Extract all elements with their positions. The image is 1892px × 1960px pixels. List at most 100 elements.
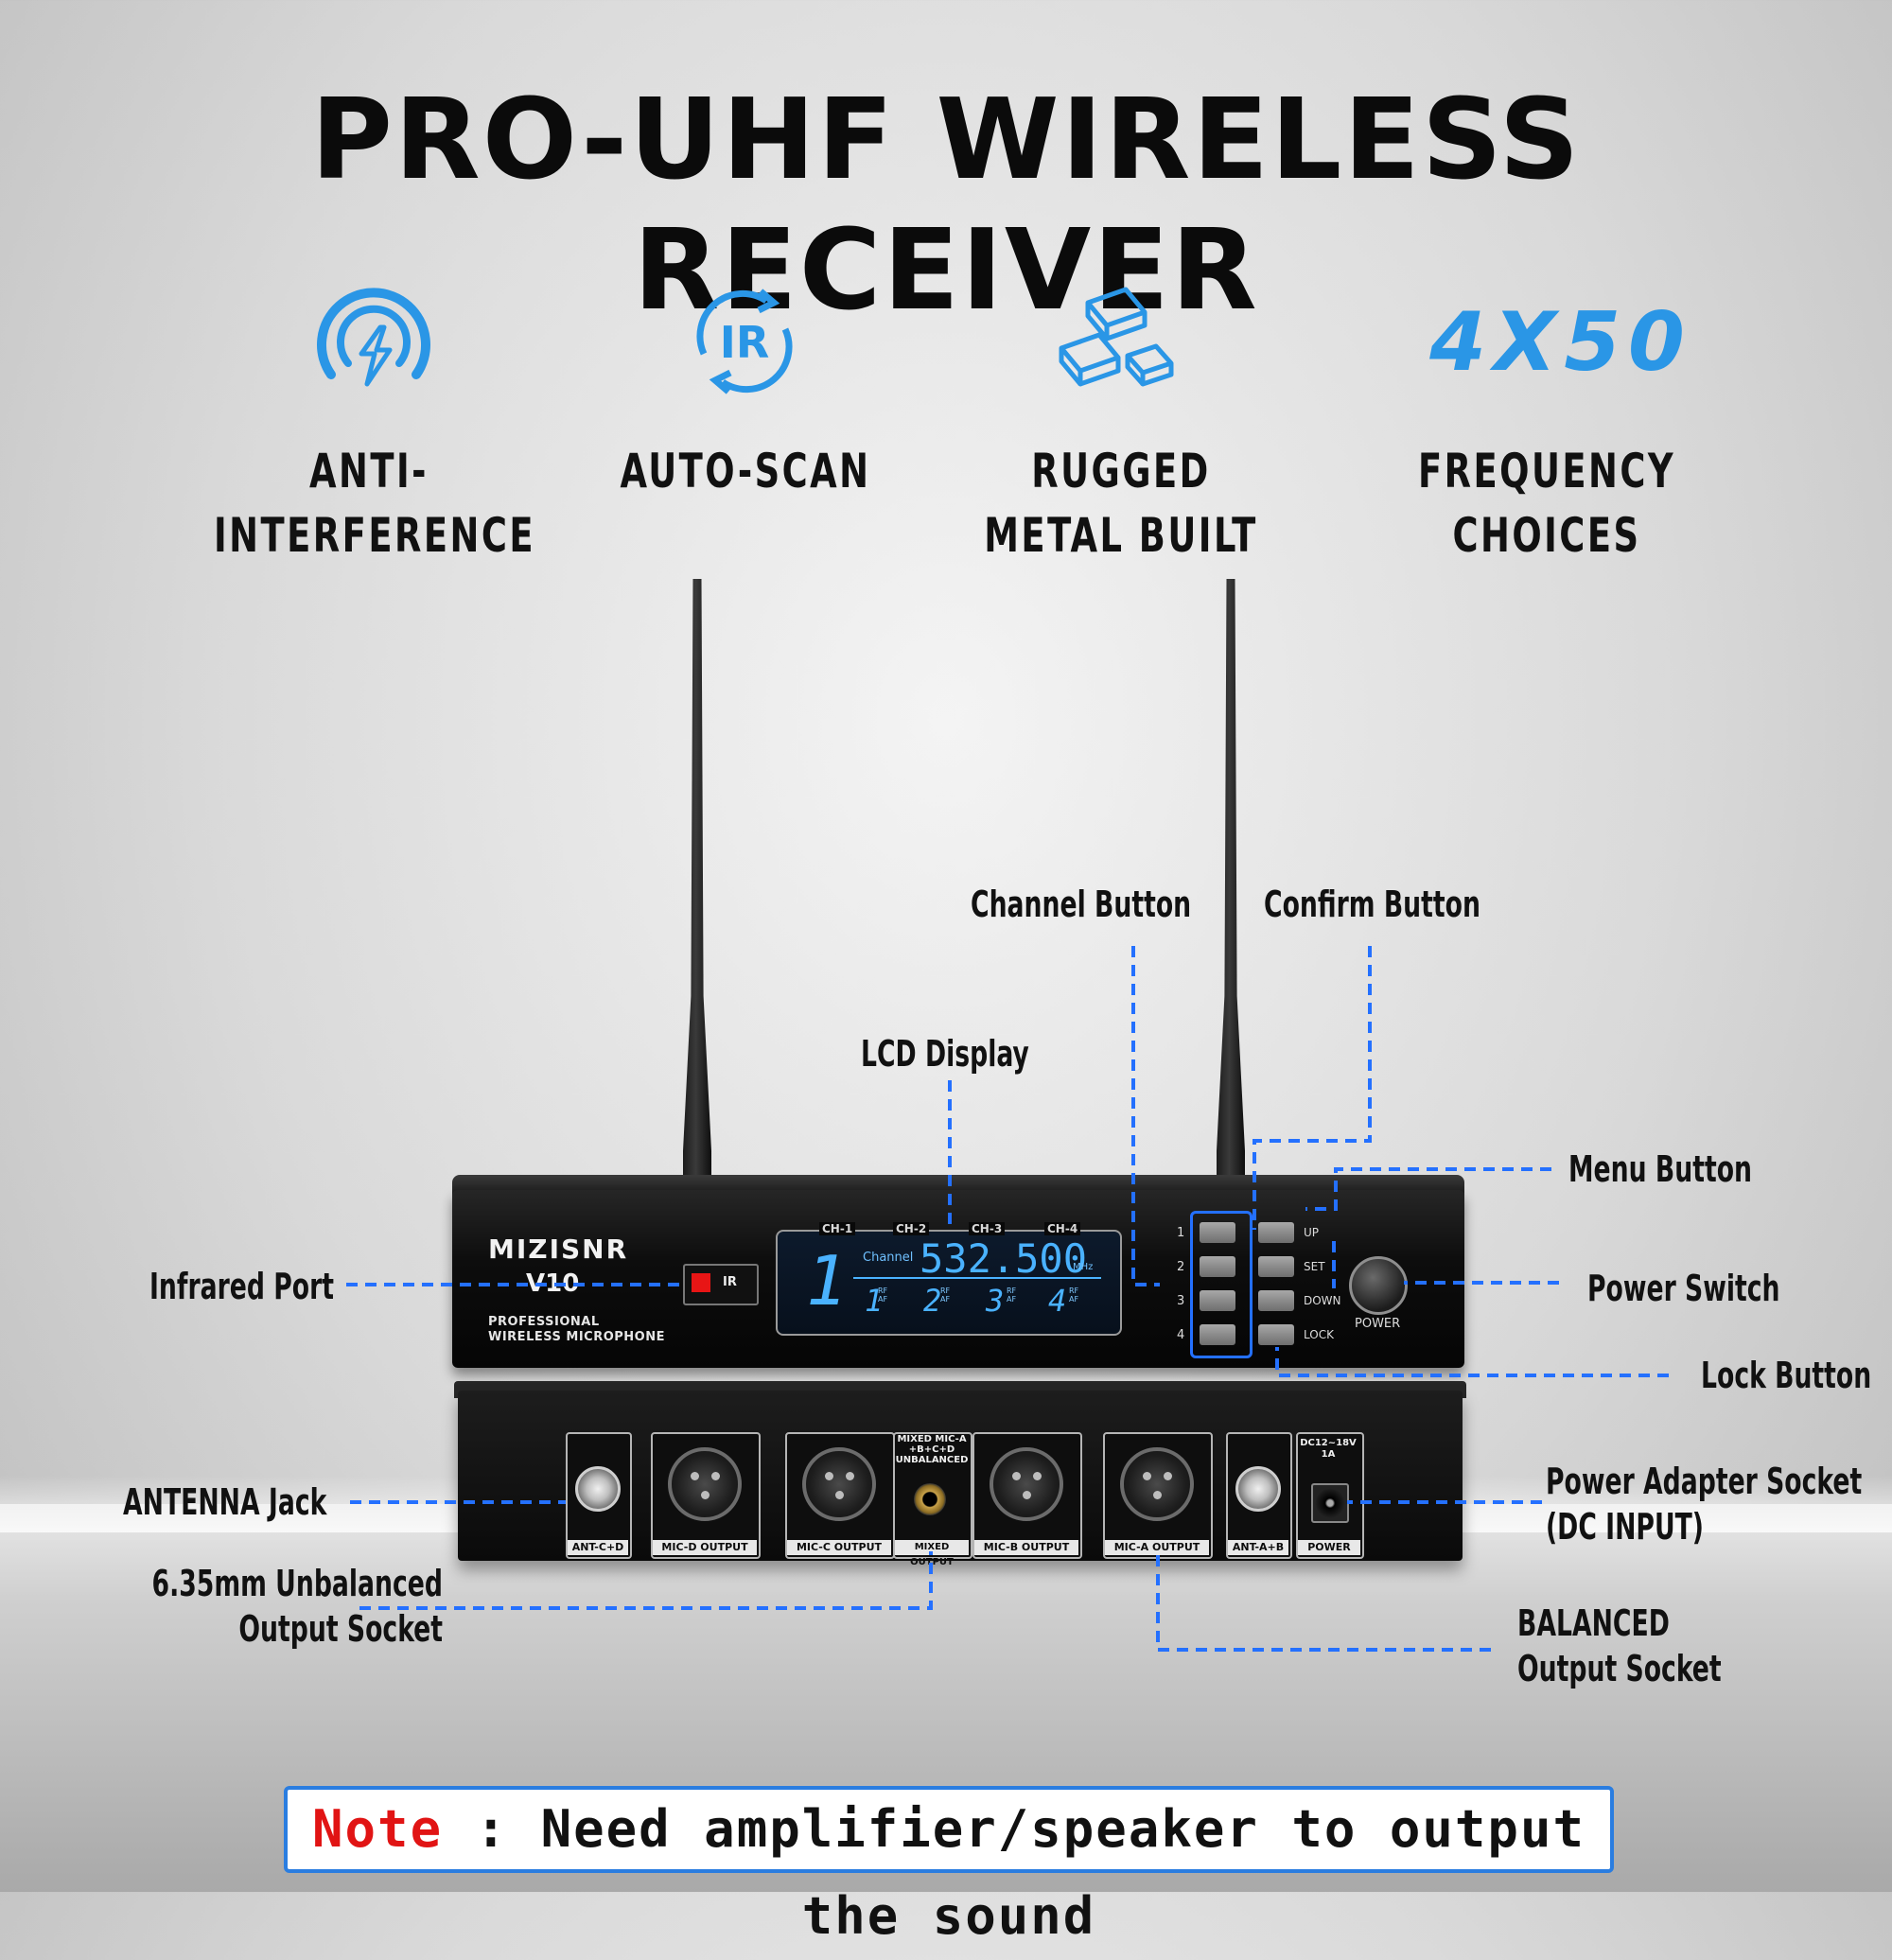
feature-frequency-choices: FREQUENCY CHOICES bbox=[1392, 439, 1702, 568]
feature-line: INTERFERENCE bbox=[214, 508, 536, 563]
callout-infrared-port: Infrared Port bbox=[149, 1266, 335, 1307]
note-message: Need amplifier/speaker to output the sou… bbox=[540, 1799, 1585, 1946]
lcd-divider bbox=[853, 1277, 1101, 1279]
mixed-output-label: MIXED OUTPUT bbox=[895, 1540, 969, 1567]
device-subtitle: PROFESSIONAL WIRELESS MICROPHONE bbox=[488, 1315, 665, 1345]
mic-c-label: MIC-C OUTPUT bbox=[787, 1540, 891, 1555]
channel-1-button[interactable] bbox=[1200, 1222, 1235, 1243]
lcd-ch3: CH-3 bbox=[969, 1222, 1006, 1235]
callout-lock-button: Lock Button bbox=[1701, 1355, 1872, 1396]
af-label: AF bbox=[1007, 1295, 1017, 1304]
lcd-unit: MHz bbox=[1073, 1262, 1094, 1272]
lcd-digit-4: 4 bbox=[1048, 1283, 1067, 1319]
feature-line: ANTI- bbox=[309, 444, 429, 499]
mic-d-label: MIC-D OUTPUT bbox=[653, 1540, 757, 1555]
infrared-port bbox=[683, 1264, 759, 1305]
feature-auto-scan: AUTO-SCAN bbox=[590, 439, 901, 503]
model-name: V10 bbox=[526, 1269, 580, 1298]
callout-power-adapter: Power Adapter Socket (DC INPUT) bbox=[1546, 1459, 1862, 1549]
callout-balanced: BALANCED Output Socket bbox=[1517, 1601, 1722, 1691]
callout-lcd-display: LCD Display bbox=[861, 1033, 1029, 1075]
dc-spec: DC12~18V 1A bbox=[1298, 1438, 1358, 1461]
up-label: UP bbox=[1304, 1226, 1320, 1239]
feature-line: AUTO-SCAN bbox=[620, 444, 871, 499]
rf-label: RF bbox=[940, 1286, 951, 1295]
brand-logo: MIZISNR bbox=[488, 1234, 629, 1265]
callout-line-text: 6.35mm Unbalanced bbox=[151, 1563, 443, 1604]
dc-input-socket[interactable] bbox=[1311, 1483, 1349, 1523]
down-button[interactable] bbox=[1258, 1290, 1294, 1311]
power-label: POWER bbox=[1355, 1317, 1401, 1331]
callout-line-text: (DC INPUT) bbox=[1546, 1506, 1704, 1548]
lcd-frequency: 532.500 bbox=[920, 1235, 1088, 1282]
callout-power-switch: Power Switch bbox=[1587, 1268, 1780, 1309]
button-number: 1 bbox=[1177, 1226, 1185, 1240]
feature-line: METAL BUILT bbox=[984, 508, 1258, 563]
lock-label: LOCK bbox=[1304, 1328, 1334, 1341]
note-separator: : bbox=[443, 1799, 541, 1859]
power-socket-label: POWER bbox=[1298, 1540, 1360, 1555]
note-label: Note bbox=[312, 1799, 444, 1859]
lcd-display bbox=[776, 1230, 1122, 1336]
lock-button[interactable] bbox=[1258, 1324, 1294, 1345]
mixed-title-line: MIXED MIC-A bbox=[897, 1434, 967, 1444]
antenna-jack-ab[interactable] bbox=[1235, 1466, 1281, 1512]
lcd-digit-3: 3 bbox=[986, 1283, 1005, 1319]
channel-4-button[interactable] bbox=[1200, 1324, 1235, 1345]
mixed-output-title: MIXED MIC-A +B+C+D UNBALANCED bbox=[895, 1434, 969, 1465]
set-button[interactable] bbox=[1258, 1256, 1294, 1277]
unbalanced-jack-socket[interactable] bbox=[914, 1483, 946, 1515]
ir-icon-text: IR bbox=[720, 317, 770, 368]
left-antenna bbox=[683, 579, 711, 1175]
channel-3-button[interactable] bbox=[1200, 1290, 1235, 1311]
antenna-jack-cd[interactable] bbox=[575, 1466, 621, 1512]
mic-a-xlr-socket[interactable] bbox=[1120, 1447, 1194, 1521]
callout-antenna-jack: ANTENNA Jack bbox=[123, 1481, 327, 1523]
button-number: 3 bbox=[1177, 1294, 1185, 1308]
af-label: AF bbox=[1069, 1295, 1079, 1304]
note-text: Note : Need amplifier/speaker to output … bbox=[284, 1786, 1614, 1946]
mixed-title-line: +B+C+D bbox=[908, 1444, 955, 1455]
mic-d-xlr-socket[interactable] bbox=[668, 1447, 742, 1521]
feature-line: RUGGED bbox=[1031, 444, 1211, 499]
up-button[interactable] bbox=[1258, 1222, 1294, 1243]
rf-label: RF bbox=[1007, 1286, 1017, 1295]
frequency-count: 4X50 bbox=[1429, 295, 1692, 390]
infrared-sensor bbox=[692, 1273, 710, 1292]
callout-line-text: Output Socket bbox=[1517, 1648, 1722, 1689]
lcd-digit-1: 1 bbox=[865, 1283, 884, 1319]
button-number: 2 bbox=[1177, 1260, 1185, 1274]
metal-bars-icon bbox=[1059, 287, 1174, 387]
callout-channel-button: Channel Button bbox=[971, 884, 1192, 925]
ir-label: IR bbox=[723, 1275, 737, 1289]
lcd-channel-label: Channel bbox=[863, 1251, 914, 1265]
dc-spec-line: 1A bbox=[1321, 1449, 1336, 1460]
channel-button-group bbox=[1190, 1211, 1253, 1358]
ant-cd-label: ANT-C+D bbox=[568, 1540, 628, 1555]
rf-label: RF bbox=[1069, 1286, 1079, 1295]
mic-b-xlr-socket[interactable] bbox=[990, 1447, 1063, 1521]
subtitle-line: WIRELESS MICROPHONE bbox=[488, 1330, 665, 1344]
lcd-digit-2: 2 bbox=[923, 1283, 942, 1319]
page-title: PRO-UHF WIRELESS RECEIVER bbox=[310, 74, 1582, 335]
ir-scan-icon: IR bbox=[696, 289, 793, 394]
channel-2-button[interactable] bbox=[1200, 1256, 1235, 1277]
subtitle-line: PROFESSIONAL bbox=[488, 1315, 600, 1329]
feature-anti-interference: ANTI- INTERFERENCE bbox=[214, 439, 536, 568]
af-label: AF bbox=[940, 1295, 951, 1304]
set-label: SET bbox=[1304, 1260, 1325, 1273]
lcd-channel-digit: 1 bbox=[806, 1241, 848, 1321]
power-switch[interactable] bbox=[1349, 1256, 1408, 1315]
mic-c-xlr-socket[interactable] bbox=[802, 1447, 876, 1521]
callout-line-text: Power Adapter Socket bbox=[1546, 1461, 1863, 1502]
callout-confirm-button: Confirm Button bbox=[1264, 884, 1480, 925]
mic-b-label: MIC-B OUTPUT bbox=[974, 1540, 1078, 1555]
ant-ab-label: ANT-A+B bbox=[1228, 1540, 1288, 1555]
lcd-ch2: CH-2 bbox=[893, 1222, 930, 1235]
dc-spec-line: DC12~18V bbox=[1300, 1438, 1357, 1448]
mixed-title-line: UNBALANCED bbox=[895, 1455, 969, 1465]
